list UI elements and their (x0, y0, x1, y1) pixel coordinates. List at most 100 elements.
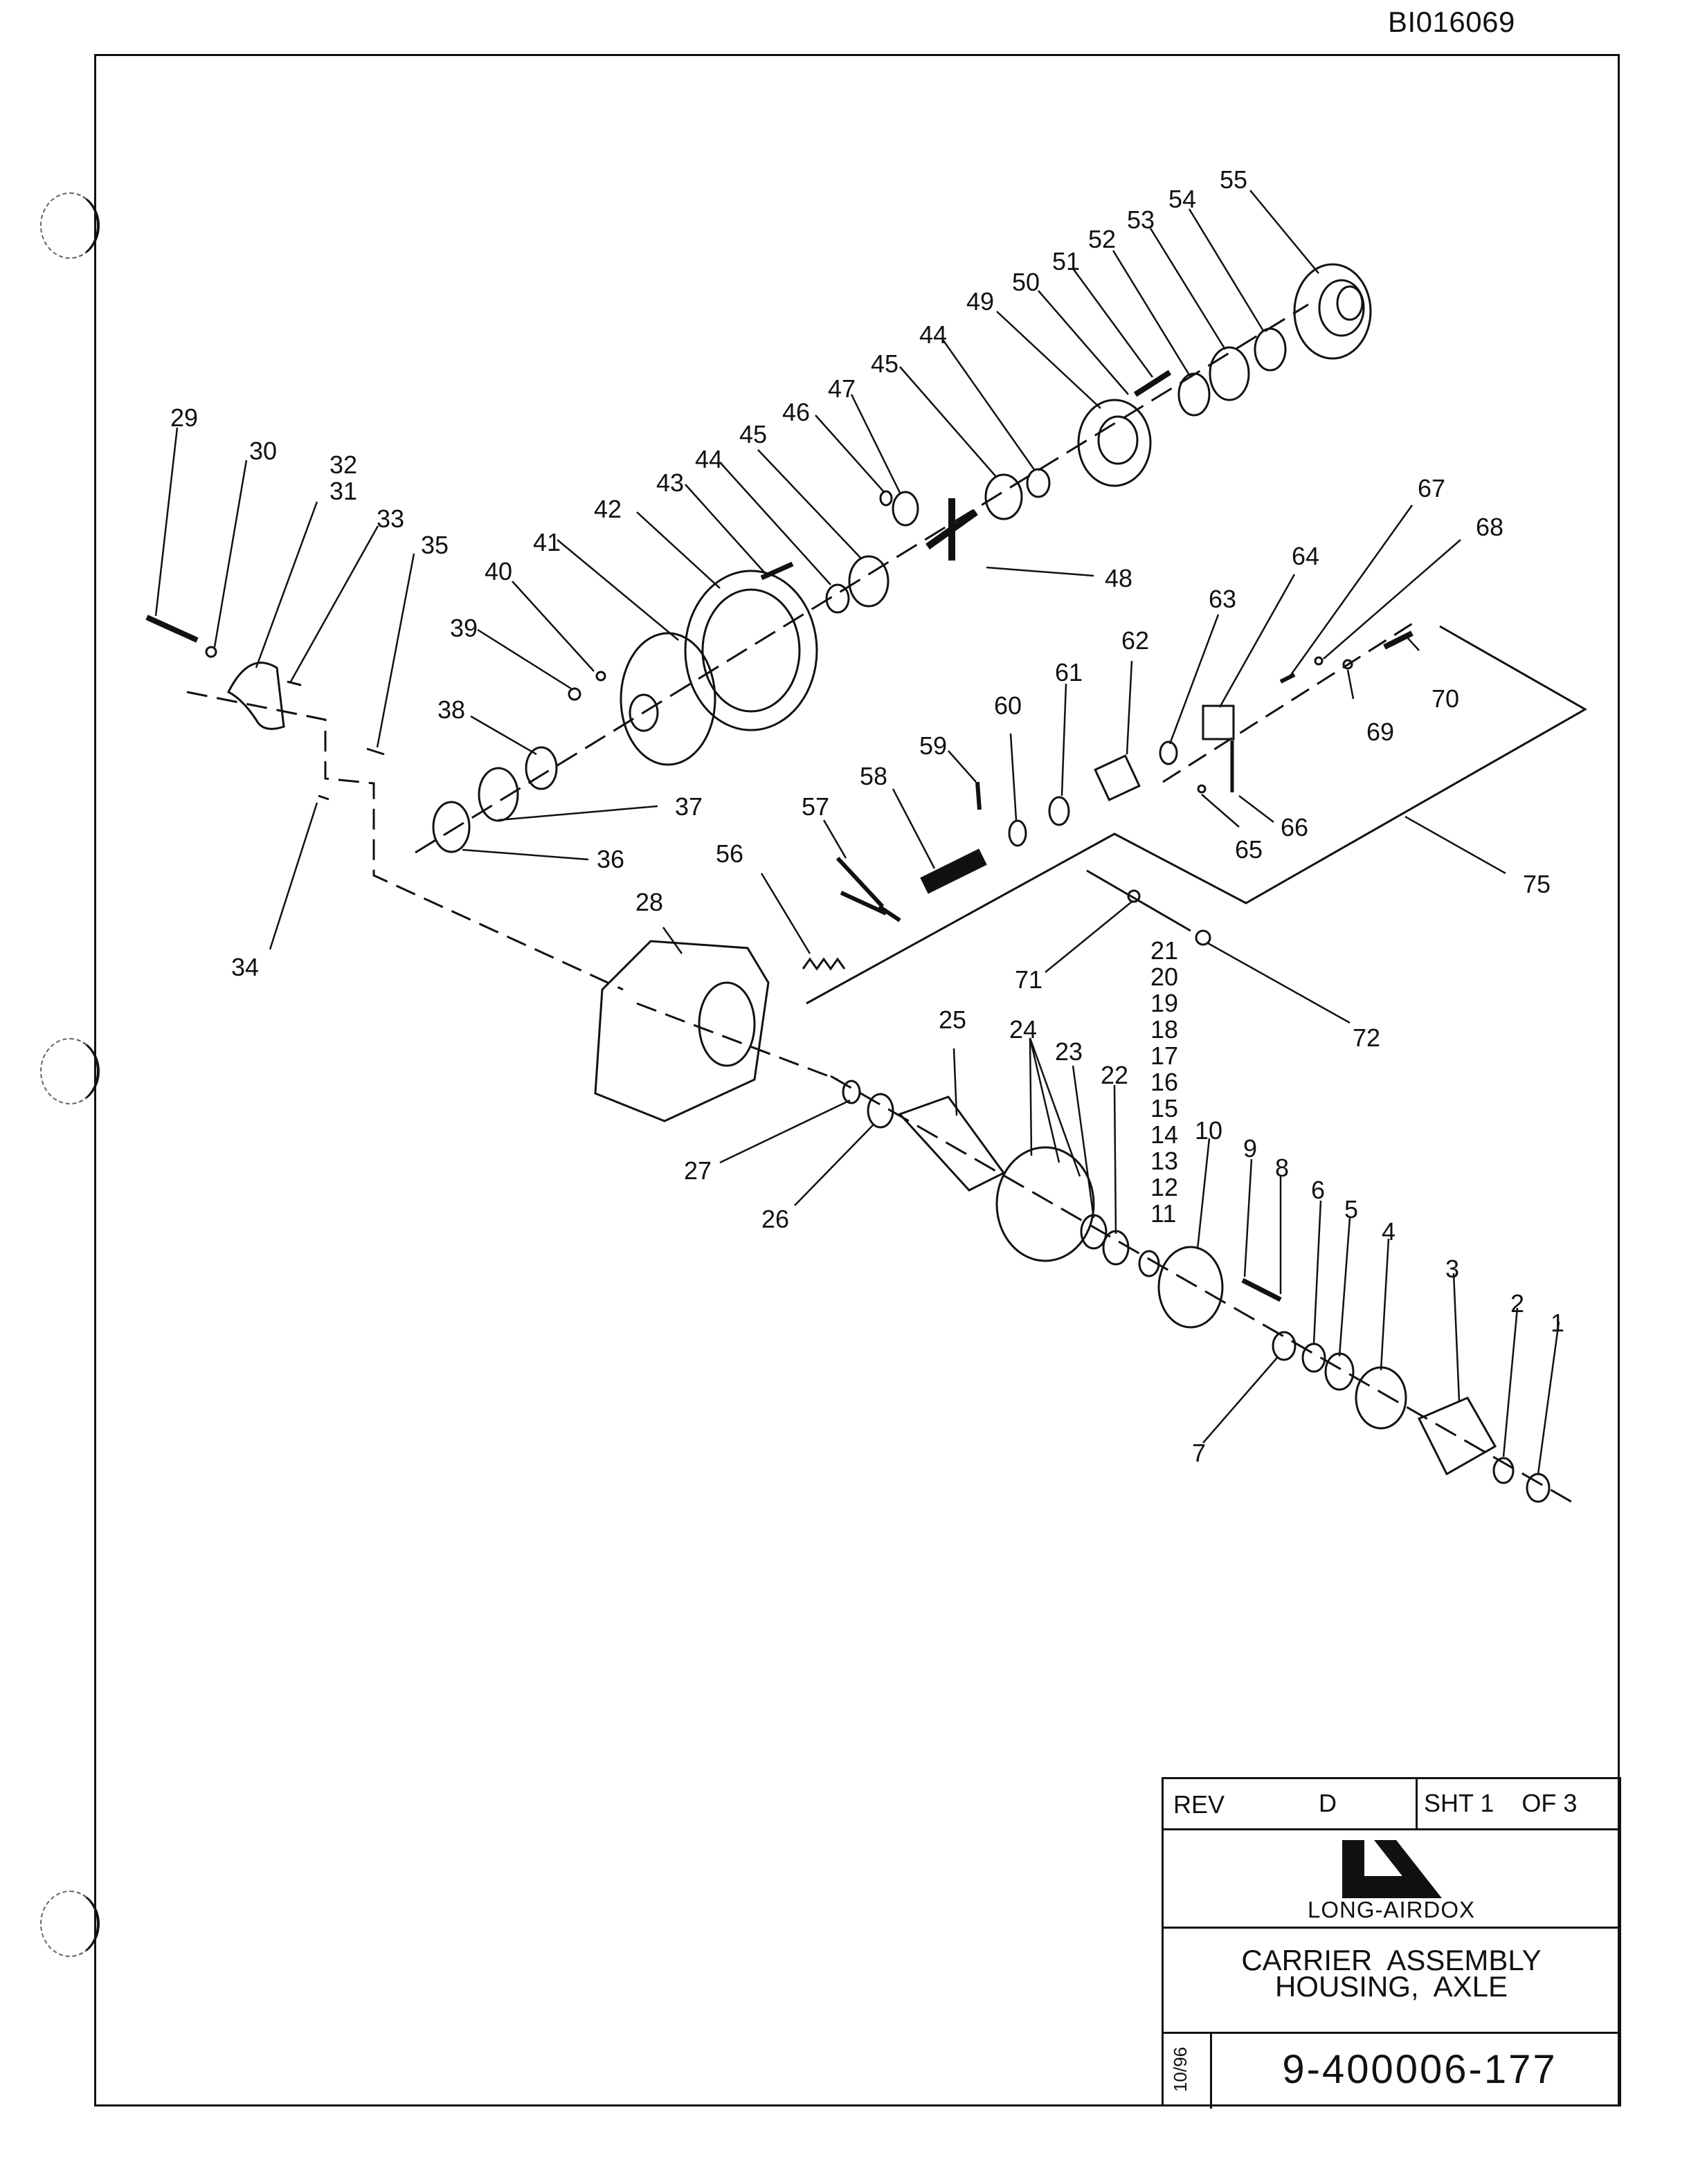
drawing-title-line-2: HOUSING, AXLE (1274, 1970, 1508, 2003)
callout-31: 31 (329, 477, 357, 505)
part-3-yoke (1417, 1396, 1497, 1476)
callout-42: 42 (594, 495, 622, 523)
part-5-seal (1324, 1352, 1355, 1391)
part-8-bolt (1241, 1277, 1282, 1302)
callout-53: 53 (1127, 206, 1155, 234)
callout-40: 40 (485, 557, 512, 585)
callout-26: 26 (761, 1205, 789, 1233)
callout-64: 64 (1292, 542, 1319, 570)
callout-37: 37 (675, 792, 703, 821)
part-27-snap-ring (842, 1080, 861, 1104)
callout-69: 69 (1366, 718, 1394, 746)
part-54-ring (1254, 327, 1287, 372)
callout-43: 43 (656, 468, 684, 497)
part-41-case (620, 632, 716, 766)
revision-row: REV D SHT 1 OF 3 (1164, 1779, 1619, 1830)
callout-50: 50 (1012, 268, 1040, 296)
callout-5: 5 (1344, 1195, 1358, 1223)
part-53-ring (1209, 346, 1250, 401)
drawing-number: 9-400006-177 (1282, 2047, 1557, 2092)
part-71-washer (1127, 889, 1141, 903)
part-2-washer (1492, 1457, 1515, 1484)
callout-32: 32 (329, 451, 357, 479)
callout-49: 49 (966, 287, 994, 316)
shift-axis-line (1162, 618, 1420, 783)
callout-54: 54 (1168, 185, 1196, 213)
document-id: BI016069 (1388, 6, 1515, 38)
callout-22: 22 (1101, 1061, 1128, 1089)
callout-45-lower: 45 (739, 420, 767, 448)
binder-hole-bottom (40, 1891, 100, 1957)
part-39-nut (568, 687, 581, 701)
part-59-pin (975, 781, 982, 810)
callout-13: 13 (1150, 1147, 1178, 1175)
callout-52: 52 (1088, 225, 1116, 253)
callout-11: 11 (1150, 1199, 1176, 1228)
part-25-pinion (898, 1095, 1006, 1192)
binder-hole-middle (40, 1038, 100, 1104)
company-logo-row: LONG-AIRDOX (1164, 1830, 1619, 1929)
callout-63: 63 (1209, 585, 1236, 613)
part-68-ball (1314, 656, 1324, 666)
group-71-72-line (1086, 869, 1191, 932)
part-4-cover (1355, 1366, 1407, 1430)
part-28-housing (594, 940, 770, 1122)
part-37-cup (478, 767, 519, 822)
company-name: LONG-AIRDOX (1307, 1897, 1476, 1922)
callout-16: 16 (1150, 1068, 1178, 1096)
part-26-bearing (867, 1093, 894, 1129)
leader-lines (154, 190, 1560, 1475)
callout-56: 56 (716, 839, 743, 868)
housing-to-pinion-line (636, 1002, 838, 1081)
drawing-number-row: 10/96 9-400006-177 (1164, 2034, 1619, 2109)
part-30-washer (205, 646, 217, 658)
part-38-bearing (525, 746, 558, 790)
callout-24: 24 (1009, 1015, 1037, 1044)
part-55-flange (1293, 263, 1372, 360)
part-47-pinion-gear (892, 491, 919, 527)
callout-18: 18 (1150, 1015, 1178, 1044)
callout-14: 14 (1150, 1120, 1178, 1149)
callout-47: 47 (828, 374, 856, 403)
revision-label: REV (1173, 1790, 1225, 1819)
part-44-washer-lower (825, 583, 850, 614)
drawing-title-row: CARRIER ASSEMBLY HOUSING, AXLE (1164, 1929, 1619, 2034)
callout-70: 70 (1431, 684, 1459, 713)
callout-58: 58 (860, 762, 887, 790)
part-10-cage (1157, 1246, 1224, 1329)
part-35-pin (366, 747, 385, 756)
title-block: REV D SHT 1 OF 3 LONG-AIRDOX CARRIER ASS… (1162, 1777, 1621, 2109)
callout-1: 1 (1551, 1309, 1564, 1337)
part-34-pin (318, 794, 329, 801)
pinion-axis-line (830, 1075, 1572, 1503)
callout-4: 4 (1382, 1217, 1396, 1246)
part-33-pin (287, 680, 302, 686)
binder-hole-top (40, 192, 100, 259)
callout-3: 3 (1445, 1255, 1459, 1283)
callout-17: 17 (1150, 1041, 1178, 1070)
part-11-shim (1138, 1250, 1160, 1277)
callout-19: 19 (1150, 989, 1178, 1017)
callout-34: 34 (231, 953, 259, 981)
callout-60: 60 (994, 691, 1022, 720)
callout-33: 33 (377, 504, 404, 533)
part-29-bolt (145, 615, 199, 643)
callout-15: 15 (1150, 1094, 1178, 1122)
callout-65: 65 (1235, 835, 1263, 864)
group-75-bracket (806, 625, 1588, 1005)
part-42-ring-gear (684, 570, 818, 731)
callout-72: 72 (1353, 1023, 1380, 1052)
callout-38: 38 (437, 695, 465, 724)
cap-to-housing-line (186, 691, 624, 991)
sheet-label: SHT 1 OF 3 (1424, 1789, 1578, 1817)
callout-75: 75 (1523, 870, 1551, 898)
date-cell: 10/96 (1164, 2034, 1212, 2109)
part-1-nut (1526, 1473, 1551, 1503)
upper-axis-line (415, 303, 1309, 854)
part-57-shift-fork (836, 856, 901, 922)
part-60-ring (1008, 819, 1027, 847)
drawing-date: 10/96 (1170, 2046, 1191, 2093)
part-62-sleeve (1094, 754, 1141, 801)
part-22-spacer (1102, 1230, 1130, 1266)
